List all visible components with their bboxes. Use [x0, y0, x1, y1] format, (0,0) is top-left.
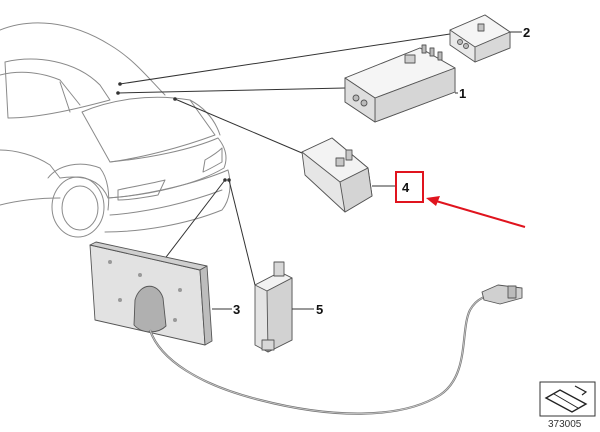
diagram-code: 373005: [548, 419, 582, 430]
part-number-4[interactable]: 4: [402, 180, 410, 195]
part-1-amplifier-icon[interactable]: [344, 44, 456, 123]
sheet-view-icon: [539, 381, 596, 417]
car-outline: [0, 22, 231, 238]
part-4-control-unit-icon[interactable]: [301, 137, 373, 213]
part-number-5[interactable]: 5: [316, 302, 323, 317]
part-2-module-icon[interactable]: [449, 14, 511, 63]
callouts: 2 1 4 3 5: [212, 25, 530, 317]
part-3-antenna-plate-icon[interactable]: [89, 241, 523, 415]
leader-lines: [116, 33, 451, 286]
part-number-1[interactable]: 1: [459, 86, 466, 101]
part-number-3[interactable]: 3: [233, 302, 240, 317]
part-5-bracket-module-icon[interactable]: [254, 261, 293, 353]
red-arrow-icon: [426, 196, 526, 228]
part-number-2[interactable]: 2: [523, 25, 530, 40]
highlight-box: [395, 171, 424, 203]
